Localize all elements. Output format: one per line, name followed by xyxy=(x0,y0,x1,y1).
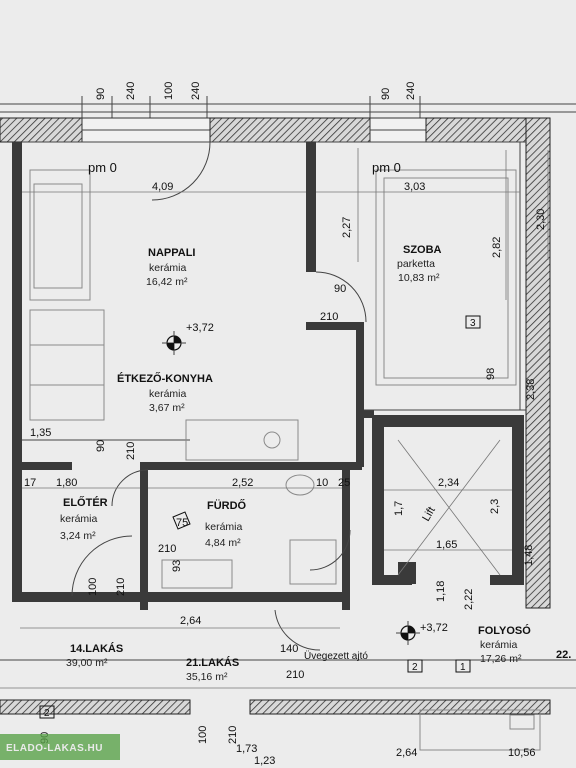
dim-98: 98 xyxy=(485,368,497,380)
reference-boxes: 3 2 1 2 xyxy=(39,315,481,719)
lower-floor-outline xyxy=(0,659,576,751)
dim-top-240: 240 xyxy=(125,82,137,100)
room-etkezo: ÉTKEZŐ-KONYHA kerámia 3,67 m² xyxy=(117,372,213,414)
dim-140: 140 xyxy=(280,643,298,655)
dim-210-corridor: 210 xyxy=(286,669,304,681)
interior-dimension-lines xyxy=(0,148,576,689)
dim-23: 2,3 xyxy=(489,499,501,514)
room-material-nappali: kerámia xyxy=(149,262,187,274)
dim-303: 3,03 xyxy=(404,181,425,193)
dim-180: 1,80 xyxy=(56,477,77,489)
apartment-21-name: 21.LAKÁS xyxy=(186,656,239,669)
level-marker-1: +3,72 xyxy=(162,322,214,355)
dim-234: 2,34 xyxy=(438,477,459,489)
room-area-etkezo: 3,67 m² xyxy=(149,402,185,414)
ref-box-1: 1 xyxy=(460,662,466,673)
room-name-etkezo: ÉTKEZŐ-KONYHA xyxy=(117,372,213,385)
level-marker-2: +3,72 xyxy=(396,621,448,645)
dim-165: 1,65 xyxy=(436,539,457,551)
apartment-22-name: 22. xyxy=(556,649,571,661)
watermark-text: ELADO-LAKAS.HU xyxy=(6,743,103,754)
pm-label-left: pm 0 xyxy=(88,160,117,175)
dim-93: 93 xyxy=(171,560,183,572)
top-dimension-line: 90 240 100 240 90 240 xyxy=(0,82,576,120)
room-szoba: SZOBA parketta 10,83 m² xyxy=(397,244,442,284)
ref-box-2b: 2 xyxy=(44,708,50,719)
dim-118: 1,18 xyxy=(435,581,447,602)
dim-top-240c: 240 xyxy=(405,82,417,100)
apartment-14-name: 14.LAKÁS xyxy=(70,642,123,655)
room-area-folyoso: 17,26 m² xyxy=(480,653,522,665)
dim-100-entry: 100 xyxy=(87,578,99,596)
dim-227: 2,27 xyxy=(341,217,353,238)
watermark: ELADO-LAKAS.HU xyxy=(0,734,120,760)
door-swings xyxy=(71,141,501,651)
dim-top-100: 100 xyxy=(163,82,175,100)
dim-210-kitchen: 210 xyxy=(125,442,137,460)
dim-top-90: 90 xyxy=(95,88,107,100)
dim-148: 1,48 xyxy=(523,545,535,566)
dim-210-door: 210 xyxy=(320,311,338,323)
interior-walls xyxy=(12,142,524,610)
room-furdo: FÜRDŐ kerámia 4,84 m² xyxy=(205,499,247,549)
dim-1056: 10,56 xyxy=(508,747,536,759)
room-material-etkezo: kerámia xyxy=(149,388,187,400)
dim-top-90b: 90 xyxy=(380,88,392,100)
dim-10: 10 xyxy=(316,477,328,489)
room-eloter: ELŐTÉR kerámia 3,24 m² xyxy=(60,496,108,542)
dim-75: 75 xyxy=(176,517,188,529)
room-name-furdo: FÜRDŐ xyxy=(207,499,247,512)
dim-17: 17 xyxy=(24,477,36,489)
dim-252: 2,52 xyxy=(232,477,253,489)
room-name-folyoso: FOLYOSÓ xyxy=(478,624,531,637)
dim-222: 2,22 xyxy=(463,589,475,610)
dim-top-240b: 240 xyxy=(190,82,202,100)
room-area-szoba: 10,83 m² xyxy=(398,272,440,284)
room-material-eloter: kerámia xyxy=(60,513,98,525)
wall-outlines xyxy=(22,141,526,441)
dim-409: 4,09 xyxy=(152,181,173,193)
furniture xyxy=(29,169,517,589)
dim-264: 2,64 xyxy=(180,615,201,627)
ref-box-2: 2 xyxy=(412,662,418,673)
dim-230: 2,30 xyxy=(535,209,547,230)
dim-282: 2,82 xyxy=(491,237,503,258)
dim-17-lift: 1,7 xyxy=(393,501,405,516)
room-name-eloter: ELŐTÉR xyxy=(63,496,108,509)
room-area-furdo: 4,84 m² xyxy=(205,537,241,549)
room-folyoso: FOLYOSÓ kerámia 17,26 m² xyxy=(478,624,531,665)
dim-238: 2,38 xyxy=(525,379,537,400)
dim-210-entry: 210 xyxy=(115,578,127,596)
dim-264b: 2,64 xyxy=(396,747,417,759)
dim-210-bath: 210 xyxy=(158,543,176,555)
glazed-door-note: Üvegezett ajtó xyxy=(304,650,368,662)
dim-90-door: 90 xyxy=(334,283,346,295)
room-name-szoba: SZOBA xyxy=(403,244,442,256)
pm-label-right: pm 0 xyxy=(372,160,401,175)
room-material-szoba: parketta xyxy=(397,258,435,270)
dim-90-kitchen: 90 xyxy=(95,440,107,452)
room-area-eloter: 3,24 m² xyxy=(60,530,96,542)
exterior-wall-right xyxy=(525,117,551,609)
dim-100-lower: 100 xyxy=(197,726,209,744)
apartment-14-area: 39,00 m² xyxy=(66,657,108,669)
dim-173: 1,73 xyxy=(236,743,257,755)
apartment-21-area: 35,16 m² xyxy=(186,671,228,683)
room-area-nappali: 16,42 m² xyxy=(146,276,188,288)
dim-135: 1,35 xyxy=(30,427,51,439)
dimension-labels: 4,09 3,03 2,27 2,82 2,30 90 210 1,35 90 … xyxy=(24,181,547,767)
elevation-label-1: +3,72 xyxy=(186,322,214,334)
dim-123: 1,23 xyxy=(254,755,275,767)
room-nappali: NAPPALI kerámia 16,42 m² xyxy=(146,247,195,288)
elevation-label-2: +3,72 xyxy=(420,622,448,634)
exterior-wall-top xyxy=(0,117,551,143)
room-material-folyoso: kerámia xyxy=(480,639,518,651)
room-name-nappali: NAPPALI xyxy=(148,247,195,259)
dim-25: 25 xyxy=(338,477,350,489)
room-material-furdo: kerámia xyxy=(205,521,243,533)
ref-box-3: 3 xyxy=(470,318,476,329)
dim-210-lower: 210 xyxy=(227,726,239,744)
